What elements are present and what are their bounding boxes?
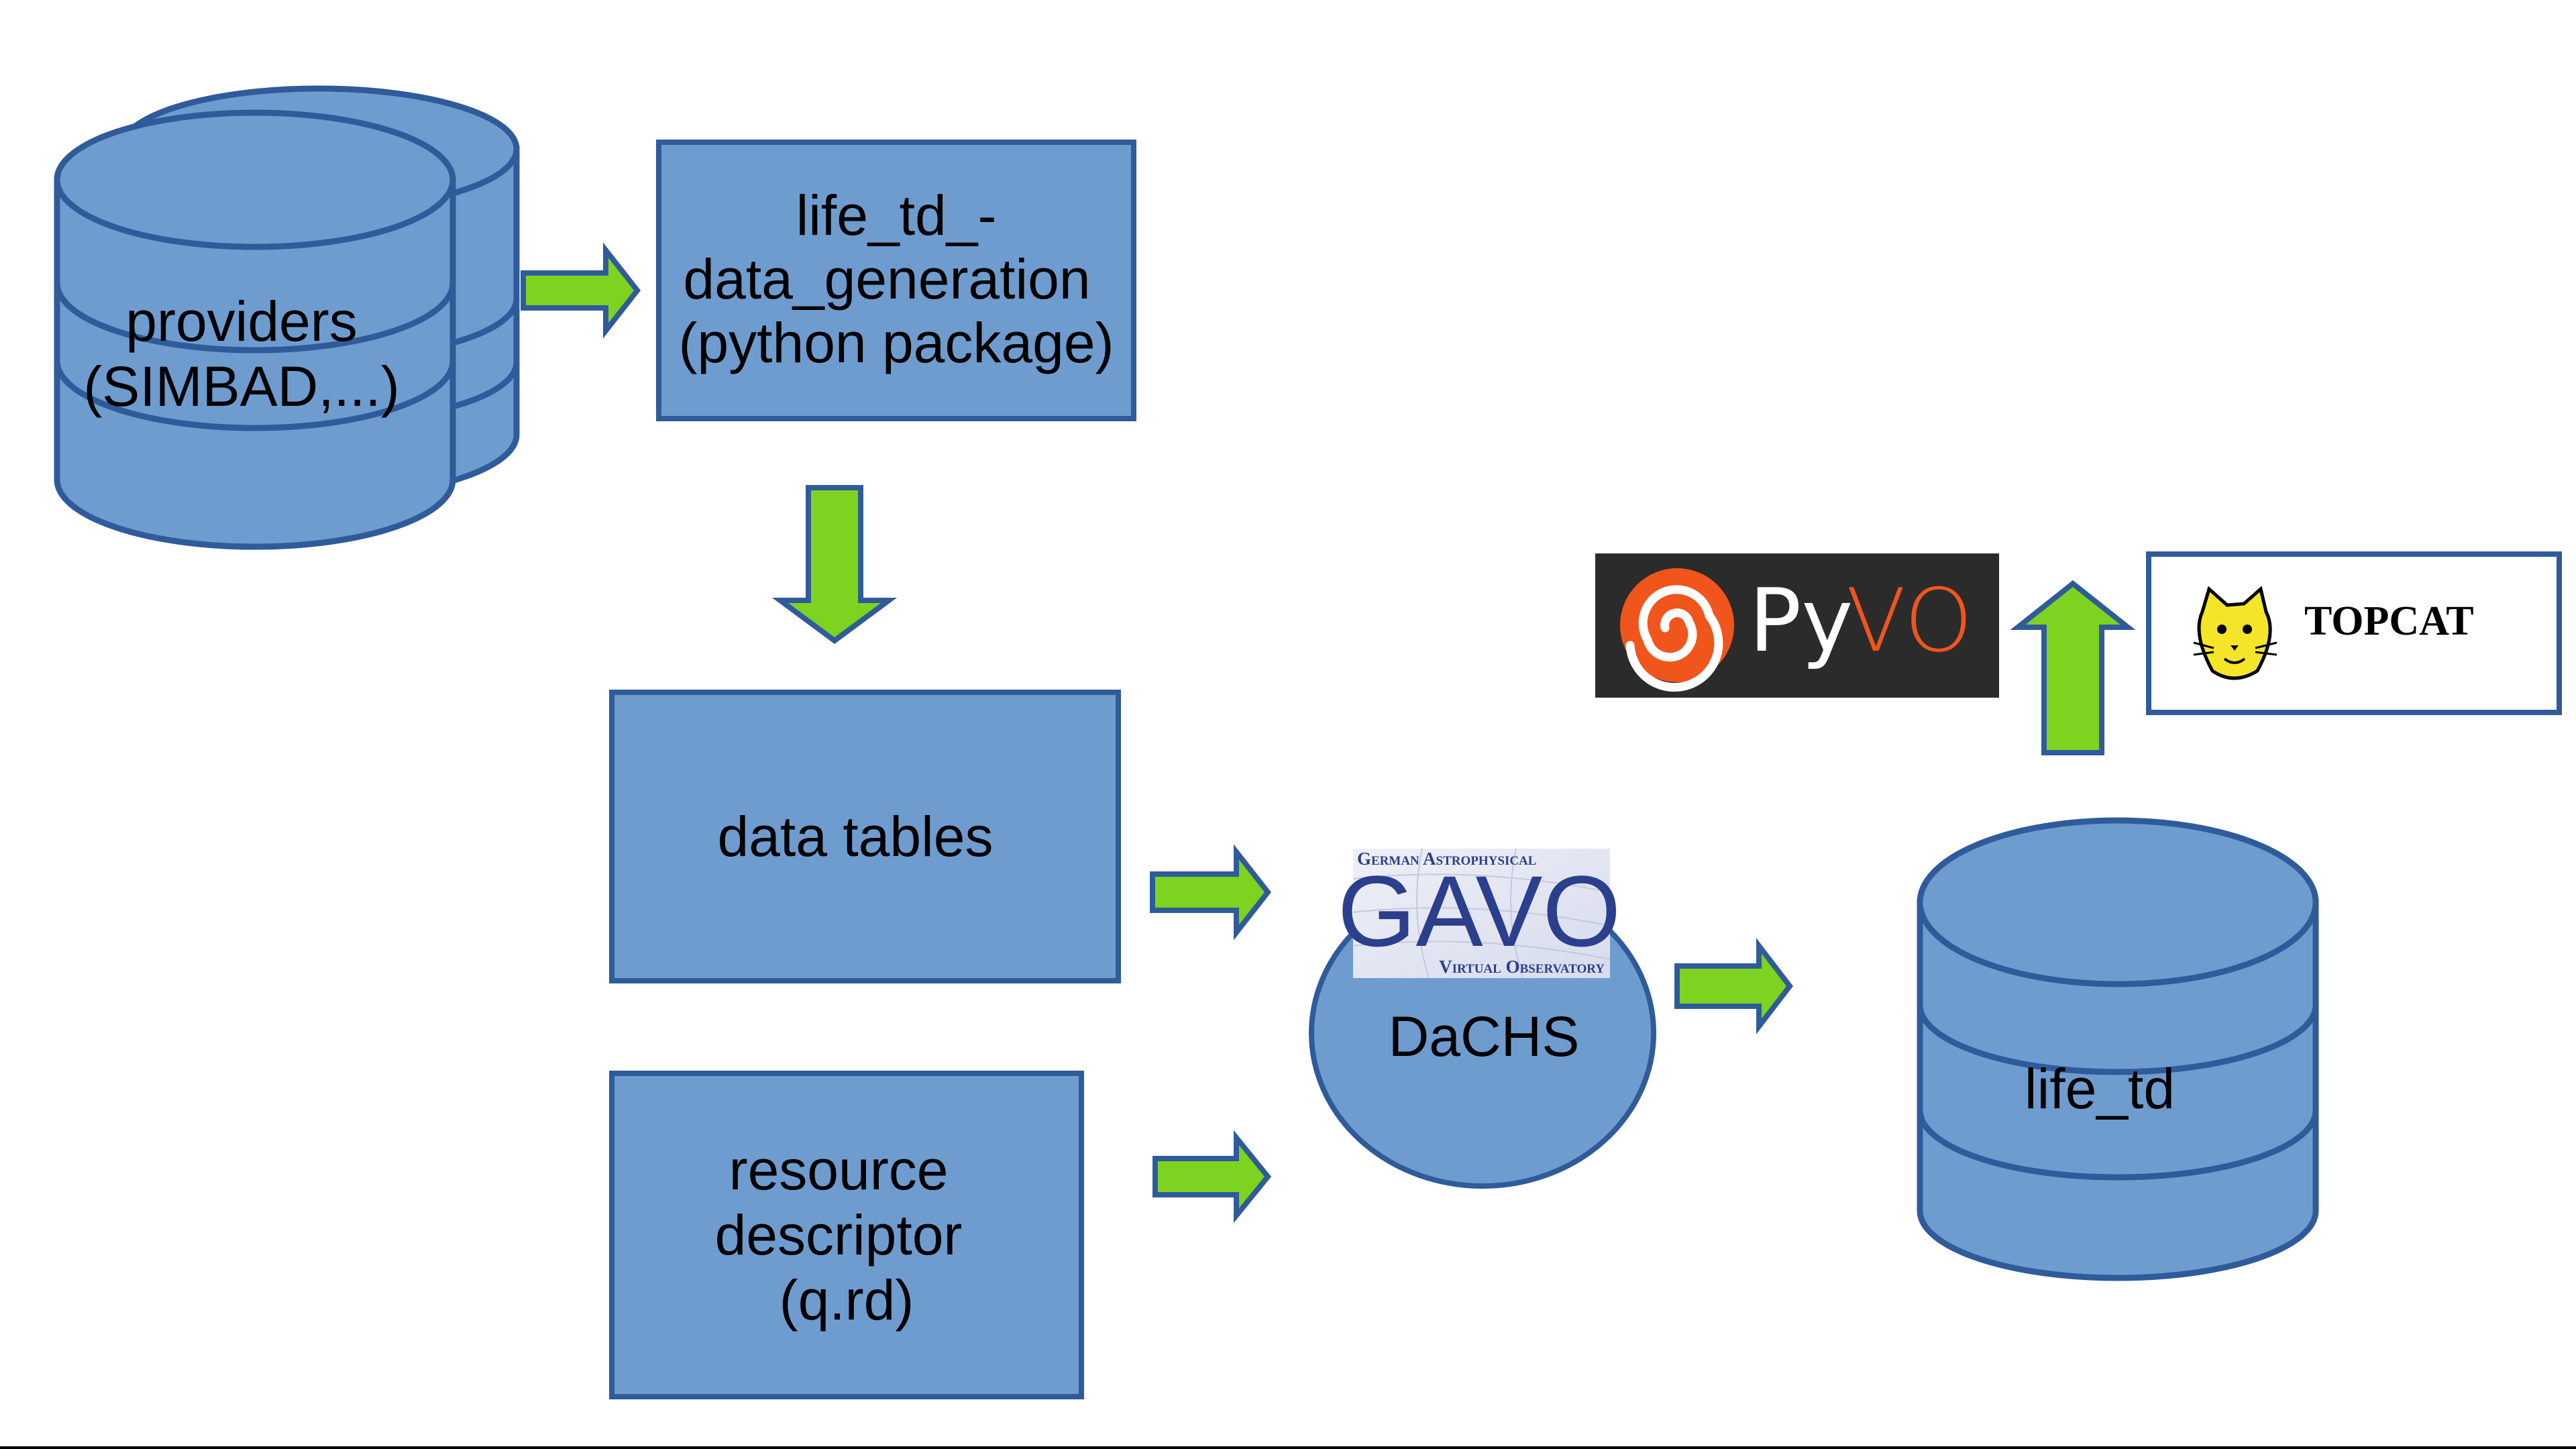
topcat-label: TOPCAT (2304, 598, 2474, 644)
providers-database: providers (SIMBAD,...) (54, 85, 520, 550)
gavo-logo: German Astrophysical GAVO Virtual Observ… (1338, 848, 1621, 979)
resource-descriptor-line3: (q.rd) (780, 1269, 914, 1332)
data-generation-line3: (python package) (678, 311, 1114, 374)
gavo-main-text: GAVO (1338, 855, 1621, 967)
arrow-providers-to-generator (521, 242, 641, 339)
dachs-label: DaCHS (1389, 1005, 1580, 1068)
data-generation-line1: life_td_- (796, 184, 997, 247)
topcat-logo: TOPCAT (2146, 551, 2562, 715)
providers-label-line1: providers (125, 290, 357, 353)
life-td-label: life_td (2025, 1057, 2175, 1120)
arrow-tables-to-dachs (1150, 844, 1272, 941)
arrow-lifetd-to-clients (2010, 580, 2136, 755)
cat-icon (2193, 586, 2277, 680)
pyvo-vo-text: VO (1846, 570, 1973, 672)
dachs-node: German Astrophysical GAVO Virtual Observ… (1309, 848, 1656, 1189)
stacked-database-icon (54, 85, 520, 550)
front-cylinder (54, 109, 456, 550)
arrow-rd-to-dachs (1152, 1130, 1272, 1224)
life-td-database: life_td (1917, 817, 2319, 1281)
data-generation-line2: data_generation (683, 248, 1090, 311)
providers-label-line2: (SIMBAD,...) (83, 355, 399, 418)
resource-descriptor-line1: resource (729, 1138, 949, 1201)
pyvo-py-text: Py (1749, 570, 1853, 672)
gavo-background-lines (1352, 848, 1611, 979)
resource-descriptor-line2: descriptor (715, 1203, 963, 1267)
data-tables-label: data tables (718, 805, 994, 868)
database-icon (1917, 817, 2319, 1281)
arrows (521, 242, 2136, 1224)
resource-descriptor-box: resource descriptor (q.rd) (609, 1071, 1084, 1399)
data-tables-box: data tables (609, 690, 1121, 983)
arrow-generator-to-tables (771, 485, 898, 644)
gavo-bottom-text: Virtual Observatory (1439, 957, 1605, 977)
pyvo-logo: Py VO (1595, 553, 1999, 698)
gavo-top-text: German Astrophysical (1357, 849, 1536, 869)
data-generation-box: life_td_- data_generation (python packag… (656, 140, 1136, 421)
pyvo-swirl-icon (1620, 568, 1734, 692)
arrow-dachs-to-lifetd (1674, 938, 1794, 1034)
